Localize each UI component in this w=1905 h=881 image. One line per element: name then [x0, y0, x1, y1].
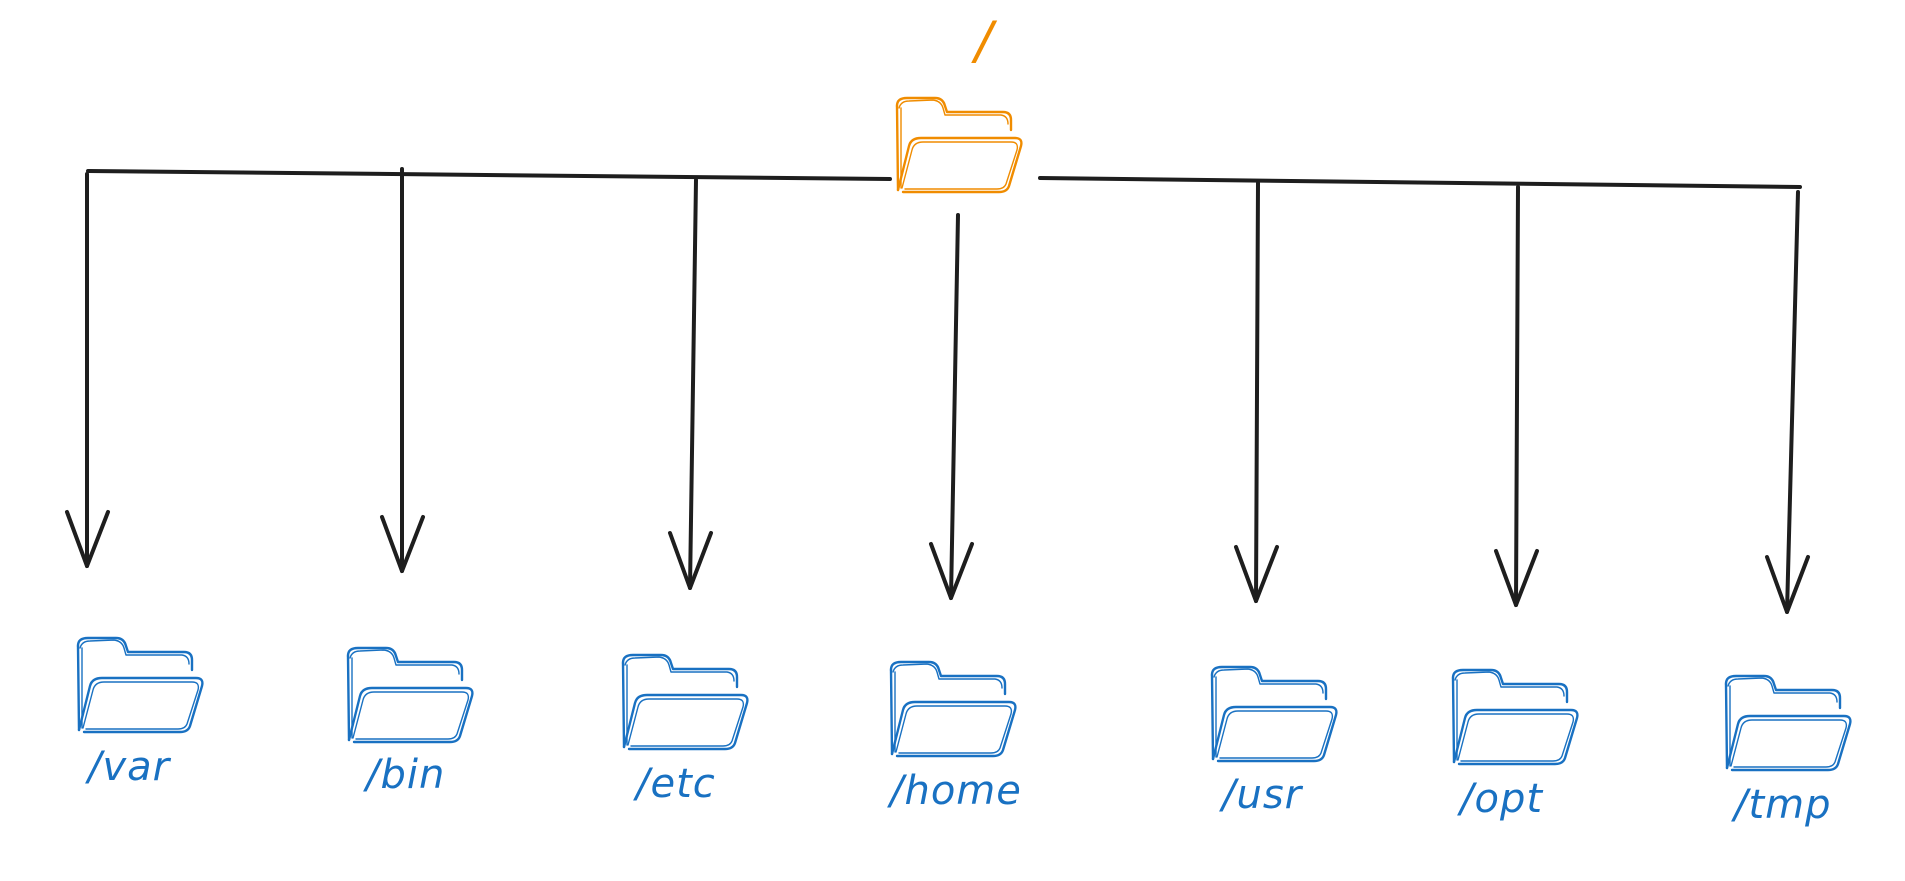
- folder-icon: [76, 636, 204, 734]
- arrow-var: [65, 172, 110, 568]
- arrow-etc: [668, 178, 713, 590]
- child-folder-usr[interactable]: [1210, 665, 1338, 763]
- arrow-usr: [1234, 181, 1279, 603]
- arrow-opt: [1494, 185, 1539, 607]
- connector-line-left: [86, 169, 892, 181]
- root-label: /: [971, 11, 998, 71]
- child-folder-opt[interactable]: [1451, 668, 1579, 766]
- arrow-tmp: [1765, 190, 1810, 614]
- child-label-var: /var: [85, 744, 172, 790]
- child-folder-home[interactable]: [889, 660, 1017, 758]
- arrow-bin: [380, 167, 425, 573]
- root-folder[interactable]: [895, 96, 1023, 194]
- folder-icon: [895, 96, 1023, 194]
- child-folder-etc[interactable]: [621, 653, 749, 751]
- child-label-opt: /opt: [1457, 776, 1543, 822]
- child-label-etc: /etc: [633, 761, 716, 807]
- child-folder-var[interactable]: [76, 636, 204, 734]
- child-label-tmp: /tmp: [1731, 782, 1832, 828]
- child-folder-bin[interactable]: [346, 646, 474, 744]
- folder-icon: [889, 660, 1017, 758]
- folder-icon: [621, 653, 749, 751]
- child-folder-tmp[interactable]: [1724, 674, 1852, 772]
- child-label-home: /home: [887, 768, 1022, 814]
- folder-icon: [1724, 674, 1852, 772]
- arrow-home: [929, 213, 974, 600]
- child-label-usr: /usr: [1219, 772, 1304, 818]
- child-label-bin: /bin: [363, 752, 445, 798]
- folder-icon: [1451, 668, 1579, 766]
- arrows: [65, 167, 1810, 614]
- folder-icon: [1210, 665, 1338, 763]
- folder-icon: [346, 646, 474, 744]
- connector-line-right: [1038, 176, 1802, 189]
